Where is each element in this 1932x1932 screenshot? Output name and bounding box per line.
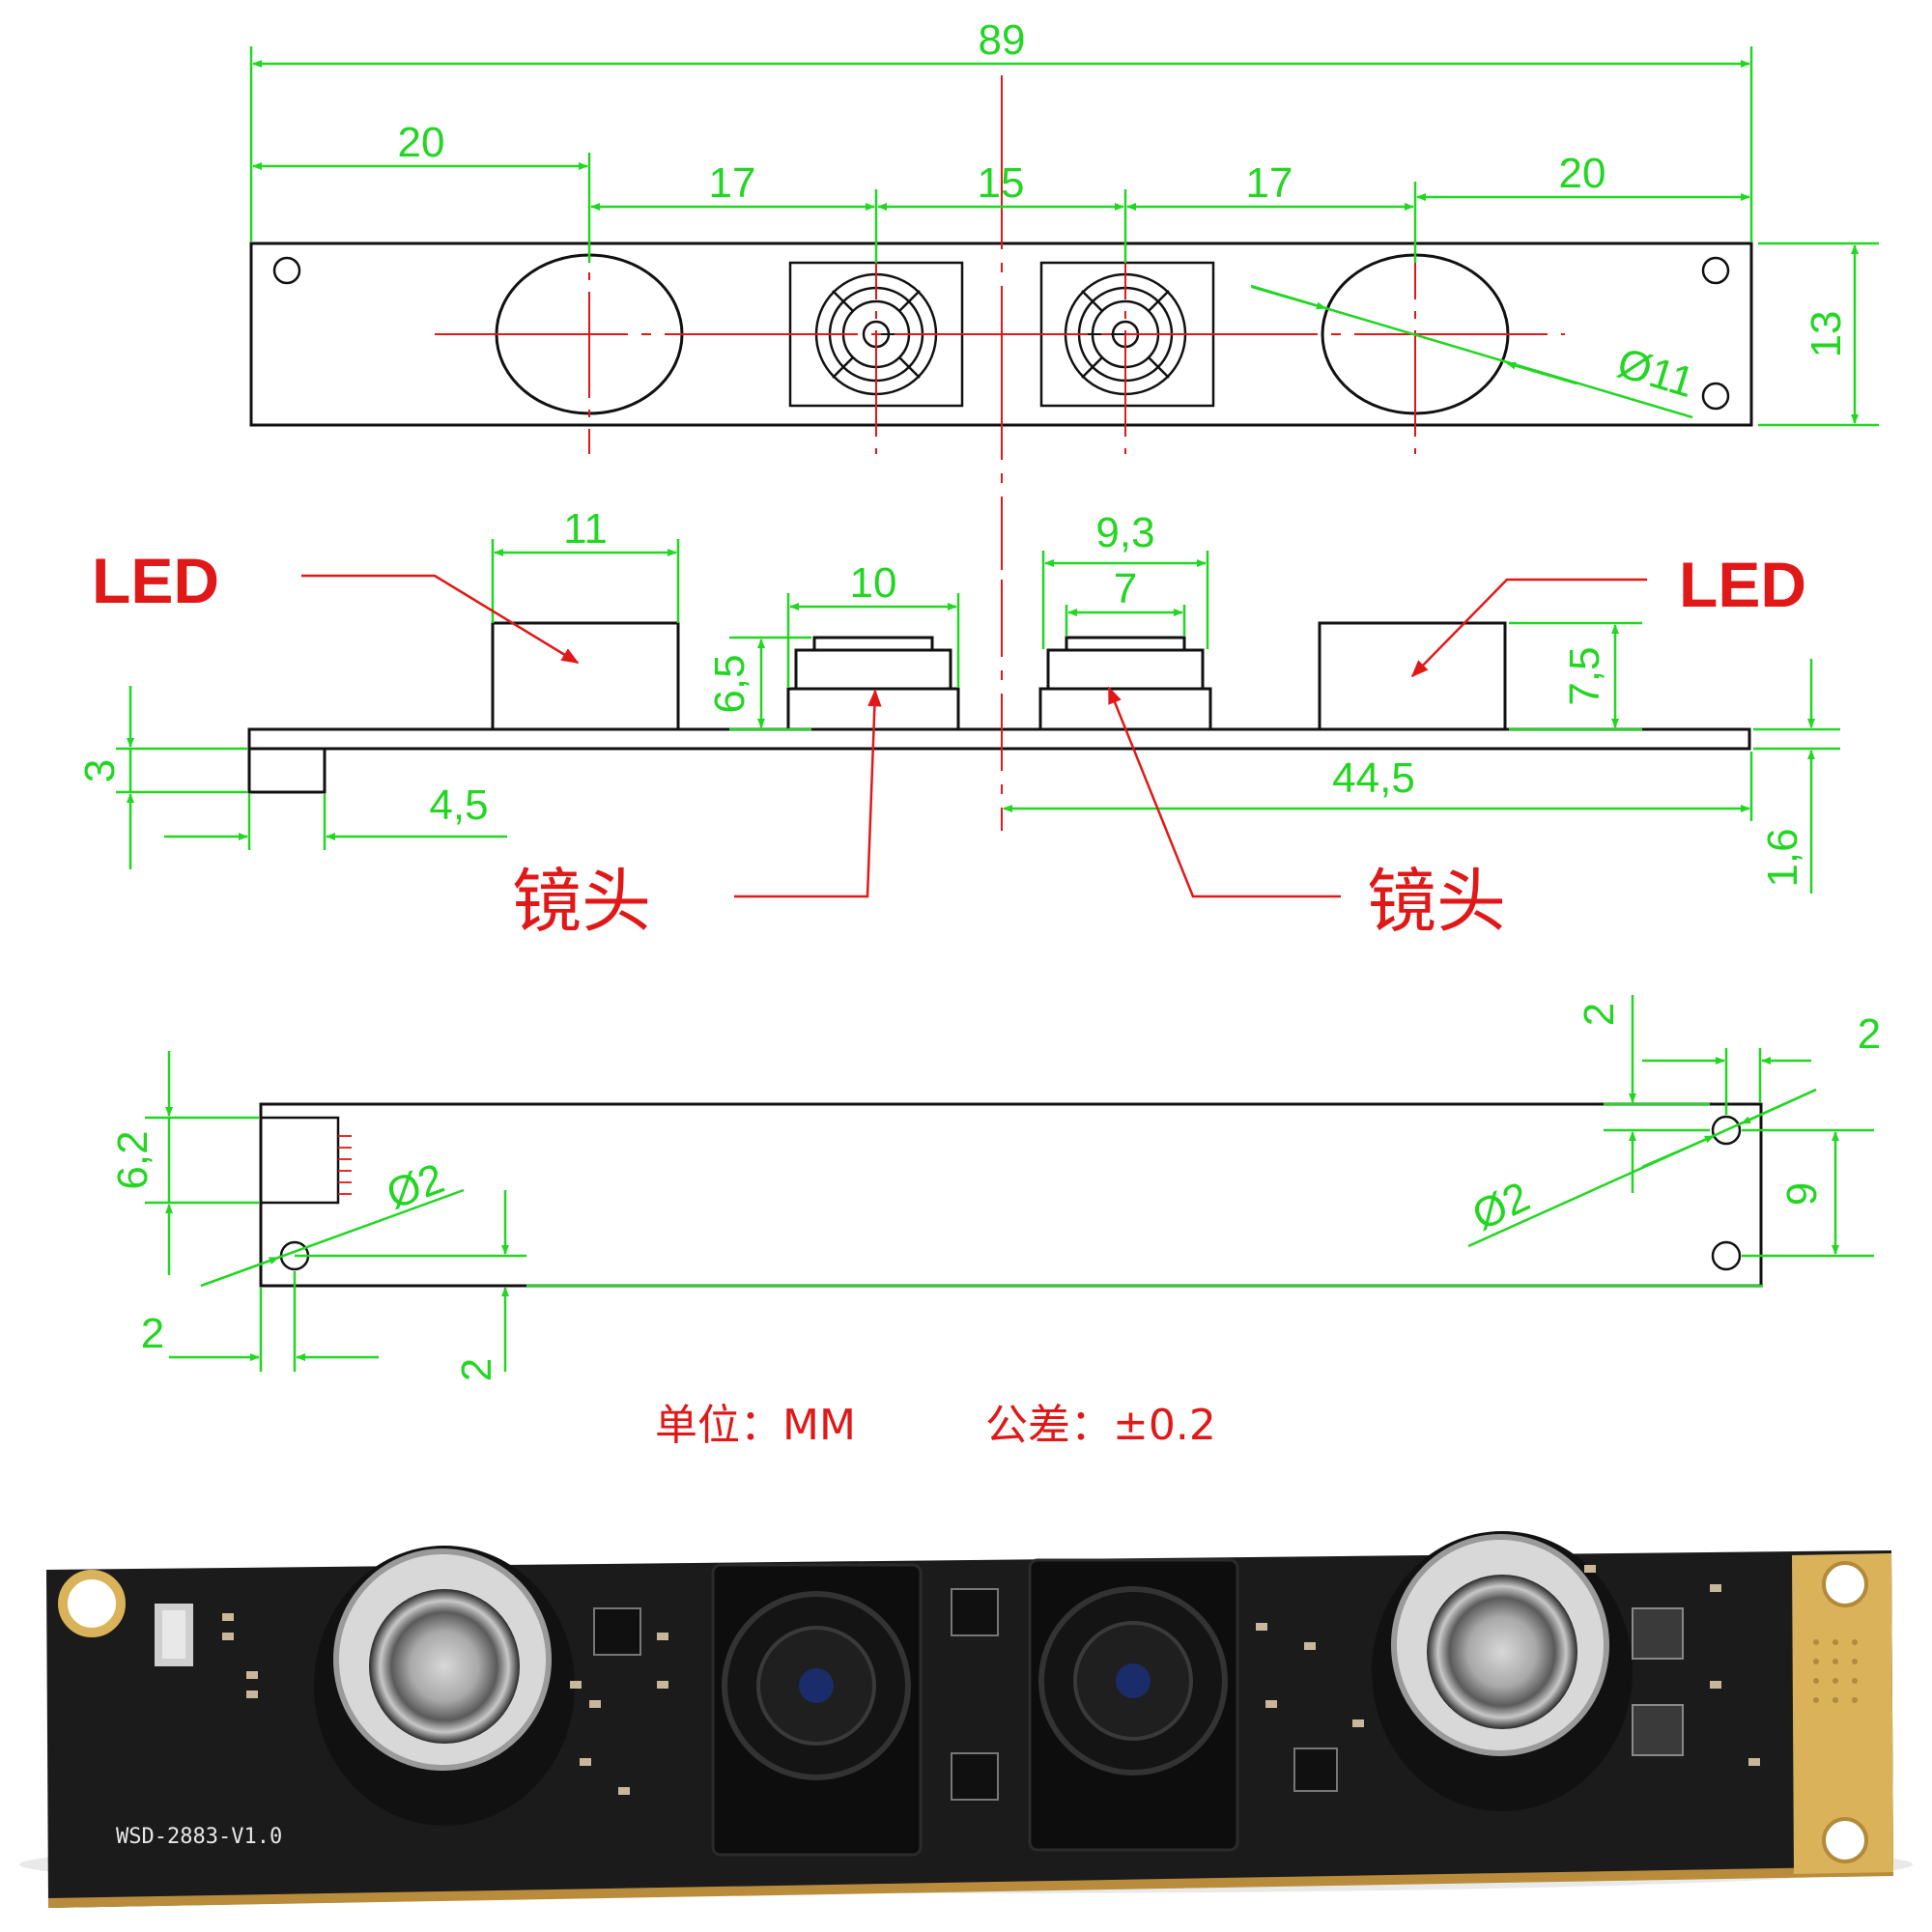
photo-lens-left	[711, 1563, 923, 1857]
dim-height-13: 13	[1803, 311, 1850, 358]
bottom-connector	[259, 1116, 340, 1205]
product-photo: WSD-2883-V1.0	[19, 1531, 1913, 1908]
mount-hole-tl	[272, 256, 301, 285]
dim-hole-right-diameter: Ø2	[1465, 1173, 1537, 1239]
dim-seg-17-right: 17	[1246, 159, 1293, 207]
side-tab	[247, 747, 327, 794]
side-lens-right-mid	[1046, 648, 1205, 691]
dim-lens-height: 6,5	[706, 654, 753, 713]
note-tolerance: 公差：±0.2	[985, 1401, 1216, 1450]
dim-top-right-v: 2	[1576, 1003, 1623, 1026]
side-lens-right-top	[1065, 636, 1186, 652]
side-led-left	[491, 621, 680, 731]
side-board	[247, 727, 1751, 751]
dim-lens-outer: 9,3	[1095, 509, 1154, 556]
dim-board-thickness: 1,6	[1759, 828, 1806, 887]
gold-pad-dots	[1813, 1639, 1858, 1703]
mount-hole-tr	[1701, 256, 1730, 285]
label-led-right: LED	[1679, 549, 1806, 620]
gold-hole-left	[58, 1570, 126, 1637]
dim-overall-length: 89	[979, 16, 1026, 64]
side-led-right	[1318, 621, 1507, 731]
dim-left-20: 20	[398, 119, 445, 166]
dim-top-right-h: 2	[1858, 1010, 1881, 1058]
dim-half-length: 44,5	[1332, 754, 1415, 802]
dim-seg-17-left: 17	[709, 159, 756, 207]
gold-edge-pad	[1792, 1553, 1893, 1874]
bottom-hole-br	[1711, 1240, 1742, 1271]
dim-connector-height: 6,2	[109, 1130, 156, 1189]
dim-lens-inner: 7	[1114, 565, 1137, 612]
dim-tab-height: 3	[76, 759, 124, 782]
side-lens-right-base	[1038, 687, 1212, 731]
spec-note: 单位：MM 公差：±0.2	[655, 1401, 1216, 1450]
dim-tab-width: 4,5	[429, 781, 488, 829]
photo-led-left	[314, 1546, 575, 1826]
side-view: 11 10 9,3 7 6,5 7,5 3 4,5 44,5 1,6 LED L…	[76, 505, 1840, 942]
top-view: 89 20 17 15 17 20 13 Ø11	[249, 16, 1879, 570]
dim-lens-width: 10	[850, 559, 897, 607]
bottom-hole-tr	[1711, 1115, 1742, 1146]
label-lens-left: 镜头	[512, 861, 651, 942]
dim-led-width: 11	[563, 505, 608, 553]
board-silkscreen-label: WSD-2883-V1.0	[116, 1825, 282, 1849]
gold-hole-top	[1822, 1561, 1868, 1607]
dim-led-height: 7,5	[1561, 646, 1608, 705]
side-lens-left-mid	[794, 648, 952, 691]
dim-bottom-left-v: 2	[453, 1358, 500, 1381]
note-unit: 单位：MM	[655, 1401, 856, 1450]
photo-lens-right	[1028, 1558, 1239, 1852]
dim-bottom-left-h: 2	[141, 1310, 164, 1357]
photo-components	[155, 1565, 1760, 1801]
bottom-board-outline	[259, 1102, 1763, 1288]
side-lens-left-top	[812, 636, 934, 652]
mount-hole-br	[1701, 382, 1730, 411]
label-lens-right: 镜头	[1367, 861, 1506, 942]
gold-hole-bottom	[1822, 1817, 1868, 1863]
label-led-left: LED	[92, 545, 219, 616]
dim-seg-15: 15	[978, 159, 1025, 207]
dim-hole-left-diameter: Ø2	[381, 1154, 450, 1218]
dim-right-20: 20	[1559, 150, 1606, 197]
bottom-view: 6,2 Ø2 2 2 2 2 9 Ø2	[109, 995, 1881, 1381]
dim-hole-spacing: 9	[1778, 1182, 1826, 1206]
photo-led-right	[1372, 1531, 1633, 1811]
